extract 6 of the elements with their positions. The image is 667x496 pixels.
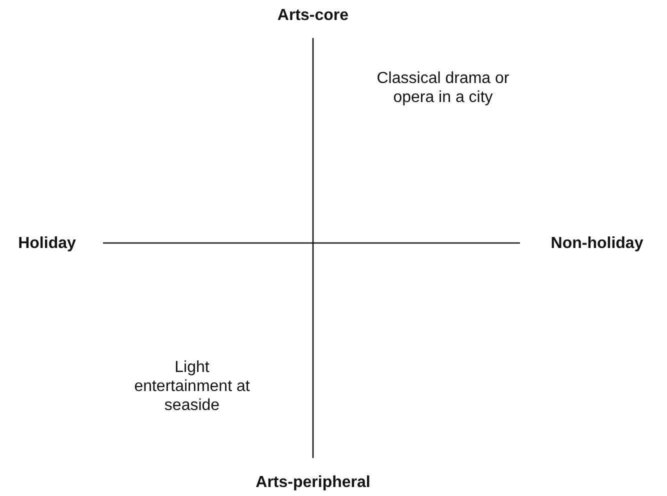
axis-label: Non-holiday bbox=[550, 235, 644, 252]
axis-label: Arts-peripheral bbox=[256, 474, 370, 491]
quadrant-label: Classical drama or opera in a city bbox=[376, 70, 510, 106]
quadrant-label: Light entertainment at seaside bbox=[134, 359, 250, 414]
axis-label: Holiday bbox=[18, 235, 76, 252]
axis-label: Arts-core bbox=[277, 7, 349, 24]
